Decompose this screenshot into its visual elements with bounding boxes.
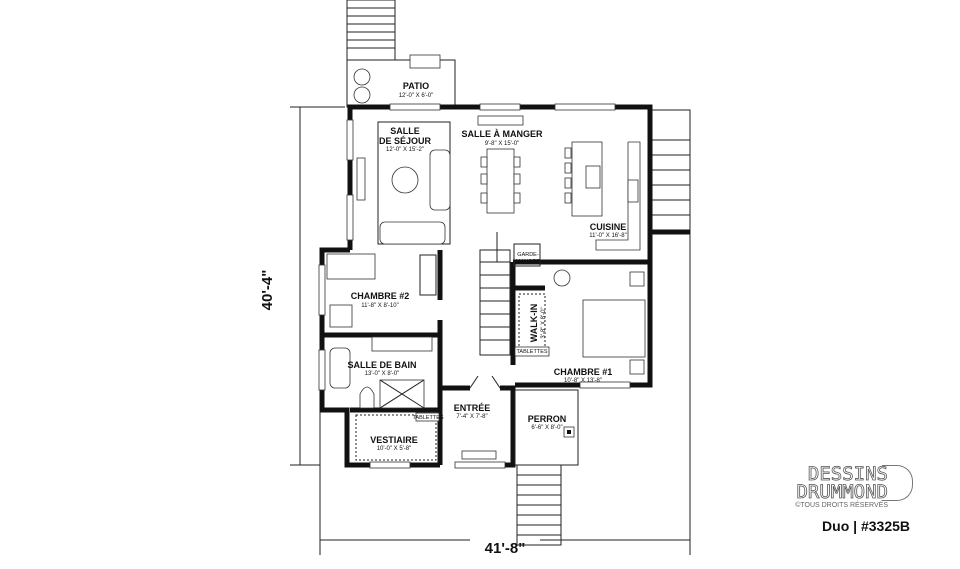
room-dims: 11'-8" X 8'-10" [361, 303, 398, 309]
closet [355, 414, 437, 461]
brand-rights: ©TOUS DROITS RÉSERVÉS [795, 502, 888, 509]
room-name: CHAMBRE #1 [554, 367, 613, 377]
room-dims: 9'-8" X 15'-0" [485, 141, 520, 147]
room-name: ENTRÉE [454, 403, 491, 413]
brand-line2: DRUMMOND [796, 481, 888, 503]
room-dims: 6'-6" X 8'-0" [531, 425, 562, 431]
room-dims: 12'-0" X 6'-0" [399, 93, 434, 99]
width-label: 41'-8" [485, 540, 526, 557]
nightstand [629, 359, 645, 375]
shelf-label: TABLETTES [516, 349, 547, 355]
room-name: SALLE [390, 126, 420, 136]
room-dims: 12'-0" X 15'-2" [386, 147, 424, 153]
kitchen-counter [595, 141, 641, 251]
coffee-table [391, 166, 419, 194]
right-stairs [651, 109, 691, 233]
vanity [371, 336, 433, 352]
room-name: CHAMBRE #2 [351, 291, 410, 301]
room-name: DE SÉJOUR [379, 136, 432, 146]
walls [319, 104, 690, 468]
dining-table [486, 148, 515, 214]
patio-stairs [346, 0, 396, 61]
sofa [379, 221, 446, 245]
plan-label: Duo | #3325B [822, 518, 910, 534]
closet [419, 254, 437, 296]
patio-table [409, 54, 441, 69]
patio-chair [353, 68, 371, 86]
pantry [513, 243, 541, 267]
room-dims: 3'-8" X 8'-0" [541, 307, 547, 338]
room-dims: 10'-0" X 5'-8" [377, 446, 412, 452]
toilet [359, 386, 375, 409]
washer [553, 269, 571, 287]
interior-stairs [479, 232, 511, 356]
windows [318, 103, 631, 469]
bathtub [329, 347, 351, 389]
walk-in-closet [518, 293, 546, 355]
room-dims: 7'-4" X 7'-8" [456, 414, 487, 420]
door-icon [469, 375, 501, 389]
room-name: SALLE DE BAIN [347, 360, 416, 370]
room-dims: 13'-0" X 8'-0" [365, 371, 400, 377]
dimension-depth [290, 106, 345, 466]
bench [461, 450, 497, 460]
nightstand [629, 271, 645, 287]
stove-icon [627, 179, 639, 203]
sofa [429, 149, 451, 211]
room-name: VESTIAIRE [370, 435, 418, 445]
armchair [329, 304, 353, 328]
room-name: MANGER [516, 259, 540, 265]
room-dims: 11'-0" X 16'-8" [589, 233, 626, 239]
room-dims: 10'-8" X 13'-8" [564, 378, 602, 384]
logo-mark-icon [882, 465, 913, 501]
shelf-label: TABLETTES [412, 415, 443, 421]
depth-label: 40'-4" [259, 270, 276, 311]
fireplace [356, 157, 366, 201]
front-stairs [516, 464, 562, 546]
room-name: WALK-IN [529, 304, 539, 343]
room-name: PERRON [528, 414, 567, 424]
bed [582, 299, 646, 358]
brand-logo: DESSINS DRUMMOND ©TOUS DROITS RÉSERVÉS [770, 463, 920, 509]
sideboard [477, 115, 524, 126]
room-name: SALLE À MANGER [462, 129, 544, 139]
room-name: PATIO [403, 81, 429, 91]
sink-icon [585, 165, 601, 189]
patio-chair [353, 86, 371, 104]
room-name: GARDE- [517, 252, 539, 258]
bed [326, 253, 376, 280]
brand-line1: DESSINS [807, 463, 889, 485]
room-name: CUISINE [590, 222, 627, 232]
